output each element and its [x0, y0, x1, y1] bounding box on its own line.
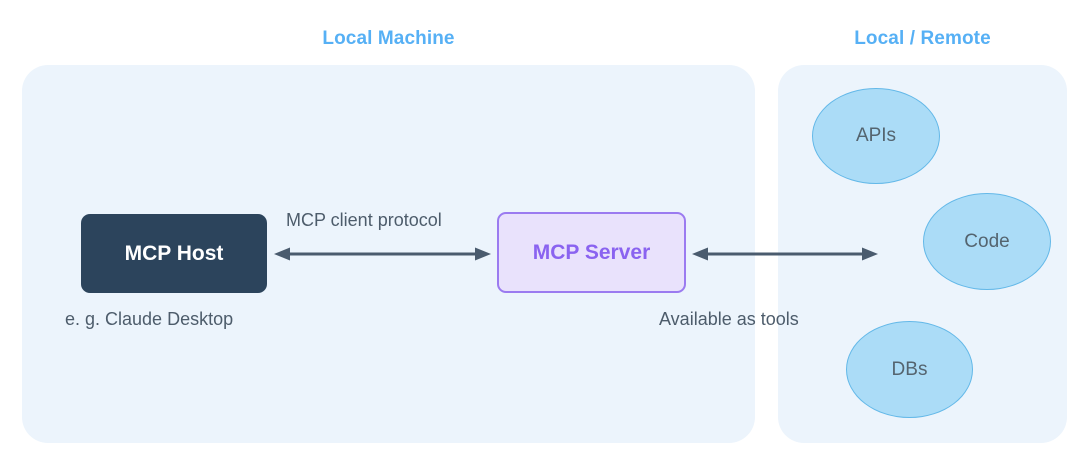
arrow-server-to-resources-icon	[692, 247, 878, 261]
caption-example-claude-desktop: e. g. Claude Desktop	[65, 309, 234, 329]
resource-ellipse-dbs: DBs	[846, 321, 973, 418]
resource-ellipse-code: Code	[923, 193, 1051, 290]
panel-heading-local-machine: Local Machine	[322, 28, 455, 49]
caption-mcp-client-protocol: MCP client protocol	[286, 210, 442, 230]
resource-ellipse-apis: APIs	[812, 88, 940, 184]
arrow-host-to-server-icon	[274, 247, 491, 261]
caption-available-as-tools: Available as tools	[659, 309, 799, 329]
panel-heading-local-remote: Local / Remote	[854, 28, 991, 49]
node-mcp-server: MCP Server	[497, 212, 686, 293]
node-mcp-host: MCP Host	[81, 214, 267, 293]
